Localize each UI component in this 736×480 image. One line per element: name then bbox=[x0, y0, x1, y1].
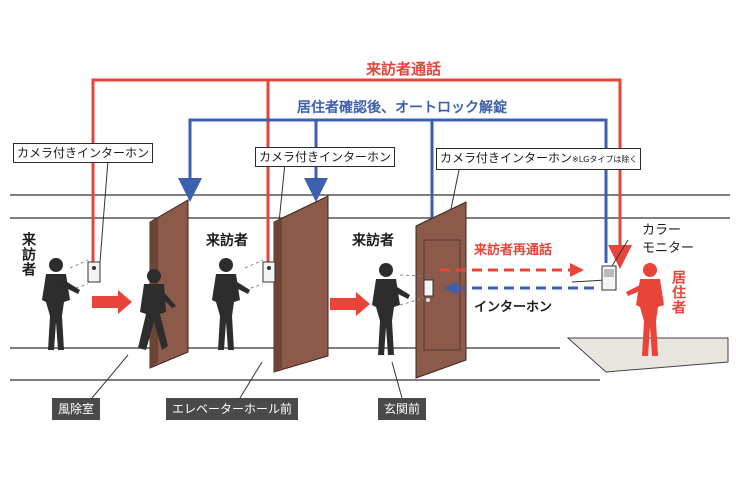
color-monitor-label: カラー モニター bbox=[642, 222, 694, 258]
visitor-call-label: 来訪者通話 bbox=[366, 60, 442, 78]
camera-intercom-note-3: ※LGタイプは除く bbox=[572, 155, 638, 164]
visitor-label-left: 来訪者 bbox=[20, 232, 36, 277]
resident-figure bbox=[626, 263, 664, 356]
visitor-figure-1 bbox=[42, 258, 80, 350]
area-pointers bbox=[91, 354, 403, 399]
camera-intercom-label-3: カメラ付きインターホン bbox=[440, 151, 573, 165]
area-tag-entrance: 玄関前 bbox=[378, 398, 427, 420]
intercom-device-1 bbox=[87, 261, 101, 283]
resident-confirm-label: 居住者確認後、オートロック解錠 bbox=[297, 100, 507, 116]
color-monitor-line2: モニター bbox=[642, 241, 695, 256]
color-monitor-line1: カラー bbox=[642, 223, 682, 238]
flow-arrow-1 bbox=[92, 290, 132, 314]
visitor-label-right: 来訪者 bbox=[352, 233, 394, 249]
sight-lines bbox=[69, 259, 425, 306]
camera-intercom-label-2: カメラ付きインターホン bbox=[259, 150, 392, 164]
walking-visitor-figure bbox=[138, 269, 176, 350]
door-entrance bbox=[415, 201, 467, 379]
visitor-figure-3 bbox=[372, 263, 410, 355]
visitor-label-mid: 来訪者 bbox=[206, 233, 248, 249]
camera-intercom-box-3: カメラ付きインターホン※LGタイプは除く bbox=[436, 148, 642, 170]
door-elevator bbox=[273, 195, 329, 373]
recall-arrow-left bbox=[444, 281, 598, 295]
resident-label: 居住者 bbox=[670, 270, 686, 315]
area-tag-windbreak: 風除室 bbox=[52, 398, 101, 420]
visitor-call-line bbox=[91, 78, 632, 269]
color-monitor-device bbox=[601, 265, 617, 291]
flow-arrow-2 bbox=[330, 292, 370, 316]
intercom-device-3 bbox=[423, 279, 434, 297]
visitor-figure-2 bbox=[212, 258, 250, 350]
recall-arrow-right bbox=[440, 263, 584, 277]
visitor-recall-label: 来訪者再通話 bbox=[474, 243, 553, 258]
area-tag-elevator-hall: エレベーターホール前 bbox=[166, 398, 299, 420]
camera-intercom-box-1: カメラ付きインターホン bbox=[13, 143, 154, 163]
camera-intercom-box-2: カメラ付きインターホン bbox=[255, 147, 396, 167]
intercom-device-2 bbox=[262, 261, 276, 283]
camera-intercom-label-1: カメラ付きインターホン bbox=[17, 146, 150, 160]
intercom-label: インターホン bbox=[474, 300, 553, 315]
